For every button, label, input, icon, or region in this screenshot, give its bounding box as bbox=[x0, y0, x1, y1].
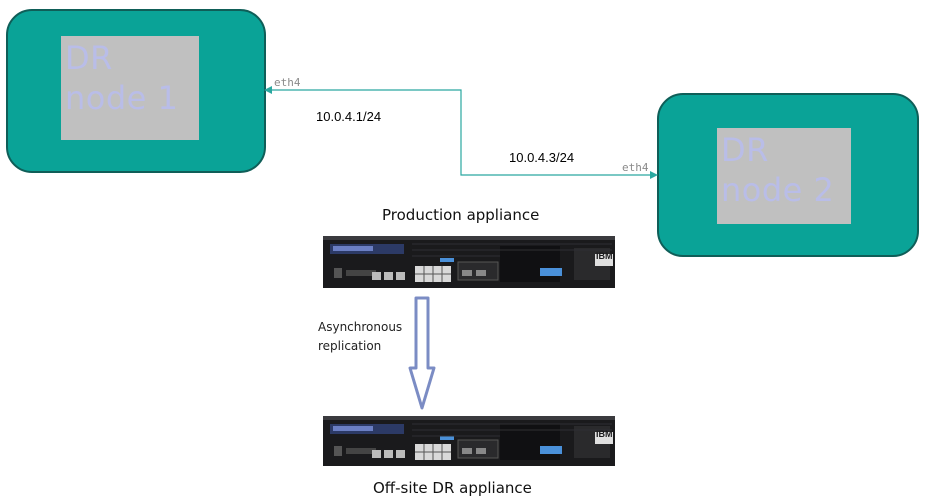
dr-node-1: DR node 1 bbox=[6, 9, 266, 173]
node1-interface-label: eth4 bbox=[274, 76, 301, 89]
dr-node-1-label-box: DR node 1 bbox=[61, 36, 199, 140]
offsite-brand-logo: IBM bbox=[596, 429, 613, 439]
replication-arrow bbox=[408, 296, 436, 410]
dr-node-1-title: DR node 1 bbox=[65, 39, 179, 117]
node1-link-arrowhead bbox=[264, 86, 272, 94]
node2-ip-label: 10.0.4.3/24 bbox=[509, 150, 575, 165]
production-appliance-image bbox=[323, 236, 615, 288]
dr-node-2-title: DR node 2 bbox=[721, 131, 835, 209]
replication-label: Asynchronous replication bbox=[318, 320, 403, 353]
dr-node-2: DR node 2 bbox=[657, 93, 919, 257]
dr-node-2-label-box: DR node 2 bbox=[717, 128, 851, 224]
production-appliance-caption: Production appliance bbox=[382, 206, 540, 224]
node1-ip-label: 10.0.4.1/24 bbox=[316, 109, 382, 124]
node2-interface-label: eth4 bbox=[622, 161, 649, 174]
offsite-appliance-caption: Off-site DR appliance bbox=[373, 479, 532, 497]
eth4-link-line bbox=[268, 89, 654, 176]
production-brand-logo: IBM bbox=[596, 251, 613, 261]
node2-link-arrowhead bbox=[650, 171, 658, 179]
offsite-appliance-image bbox=[323, 416, 615, 466]
